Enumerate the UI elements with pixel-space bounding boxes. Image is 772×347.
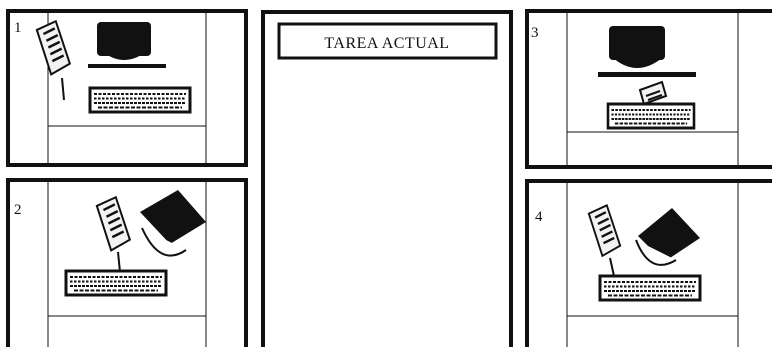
document-holder-icon bbox=[640, 82, 666, 104]
current-task-title: TAREA ACTUAL bbox=[324, 35, 449, 52]
keyboard-icon bbox=[608, 104, 694, 128]
keyboard-icon bbox=[90, 88, 190, 112]
panel-4-frame bbox=[527, 181, 772, 347]
panel-3-number: 3 bbox=[531, 25, 539, 41]
document-holder-icon bbox=[36, 20, 71, 100]
tilted-monitor-icon bbox=[140, 190, 206, 256]
panel-2-number: 2 bbox=[14, 202, 22, 218]
current-task-panel: TAREA ACTUAL bbox=[263, 12, 511, 347]
panel-2: 2 bbox=[8, 180, 246, 347]
panel-1-number: 1 bbox=[14, 20, 22, 36]
tilted-monitor-icon bbox=[636, 208, 700, 265]
document-holder-icon bbox=[96, 196, 131, 272]
monitor-icon bbox=[598, 26, 696, 77]
current-task-frame bbox=[263, 12, 511, 347]
panel-4: 4 bbox=[527, 181, 772, 347]
keyboard-icon bbox=[66, 271, 166, 295]
document-holder-icon bbox=[588, 204, 621, 276]
monitor-icon bbox=[88, 22, 166, 68]
panel-2-frame bbox=[8, 180, 246, 347]
panel-1: 1 bbox=[8, 11, 246, 165]
panel-4-number: 4 bbox=[535, 209, 543, 225]
keyboard-icon bbox=[600, 276, 700, 300]
panel-3: 3 bbox=[527, 11, 772, 167]
